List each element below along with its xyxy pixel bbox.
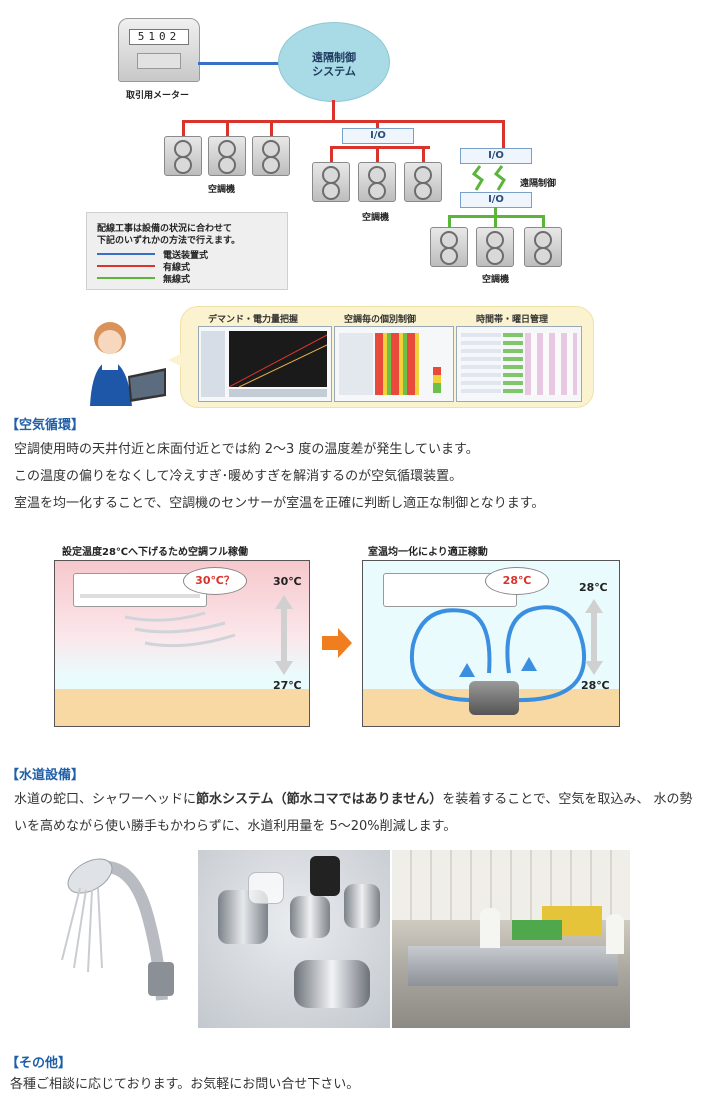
- kitchen-photo: [392, 850, 630, 1028]
- io-box-2: I/O: [460, 148, 532, 164]
- ac-unit: [404, 162, 442, 202]
- io-box-1: I/O: [342, 128, 414, 144]
- water-saving-parts-photo: [198, 850, 390, 1028]
- before-room: 30℃？ 30℃ 27℃: [54, 560, 310, 727]
- air-heading: 【空気循環】: [6, 418, 85, 433]
- legend-item: 無線式: [163, 275, 191, 285]
- arrow-right-icon: [322, 628, 352, 658]
- network-diagram: 5102 取引用メーター 遠隔制御 システム I/O I/O I/O 遠隔制御 …: [86, 0, 590, 296]
- after-caption: 室温均一化により適正稼動: [368, 547, 488, 558]
- screens-banner: デマンド・電力量把握 空調毎の個別制御 時間帯・曜日管理: [80, 300, 595, 408]
- top-temp: 28℃: [579, 581, 608, 594]
- remote-label: 遠隔制御: [520, 179, 557, 189]
- ac-unit: [430, 227, 468, 267]
- wireless-signal-icon: [472, 165, 506, 191]
- after-room: 28℃ 28℃ 28℃: [362, 560, 620, 727]
- demand-screen: [198, 326, 332, 402]
- schedule-screen: [456, 326, 582, 402]
- air-text: 空調使用時の天井付近と床面付近とでは約 2〜3 度の温度差が発生しています。 こ…: [14, 442, 545, 511]
- top-temp: 30℃: [273, 575, 302, 588]
- ac-label-3: 空調機: [482, 275, 510, 285]
- meter-icon: 5102: [118, 18, 200, 82]
- meter-label: 取引用メーター: [126, 91, 190, 101]
- meter-digits: 5102: [129, 29, 189, 45]
- ac-unit: [476, 227, 514, 267]
- before-caption: 設定温度28℃へ下げるため空調フル稼働: [62, 547, 249, 558]
- ac-label-2: 空調機: [362, 213, 390, 223]
- up-down-arrow-icon: [585, 599, 603, 675]
- legend-item: 有線式: [163, 263, 191, 273]
- panel2-title: 空調毎の個別制御: [344, 315, 417, 325]
- legend-item: 電送装置式: [163, 251, 209, 261]
- other-text: 各種ご相談に応じております。お気軽にお問い合せ下さい。: [10, 1077, 360, 1092]
- bottom-temp: 27℃: [273, 679, 302, 692]
- temp-bubble: 30℃？: [183, 567, 247, 595]
- ac-control-screen: [334, 326, 454, 402]
- water-heading: 【水道設備】: [6, 768, 85, 783]
- panel1-title: デマンド・電力量把握: [208, 315, 299, 325]
- water-text: 水道の蛇口、シャワーヘッドに節水システム（節水コマではありません）を装着すること…: [14, 792, 693, 834]
- ac-unit: [312, 162, 350, 202]
- operator-person-icon: [90, 322, 166, 406]
- air-circulator-icon: [469, 681, 519, 715]
- other-heading: 【その他】: [6, 1056, 72, 1071]
- wiring-note-box: 配線工事は設備の状況に合わせて 下記のいずれかの方法で行えます。 電送装置式 有…: [86, 212, 288, 290]
- ac-unit: [358, 162, 396, 202]
- ac-unit: [524, 227, 562, 267]
- io-box-3: I/O: [460, 192, 532, 208]
- ac-unit: [164, 136, 202, 176]
- ac-unit: [208, 136, 246, 176]
- ac-unit: [252, 136, 290, 176]
- bottom-temp: 28℃: [581, 679, 610, 692]
- shower-head-icon: [61, 858, 174, 1001]
- ac-label-1: 空調機: [208, 185, 236, 195]
- air-flow-loops: [409, 605, 587, 703]
- remote-control-system: 遠隔制御 システム: [278, 22, 390, 102]
- up-down-arrow-icon: [275, 595, 293, 675]
- temp-bubble: 28℃: [485, 567, 549, 595]
- panel3-title: 時間帯・曜日管理: [476, 315, 549, 325]
